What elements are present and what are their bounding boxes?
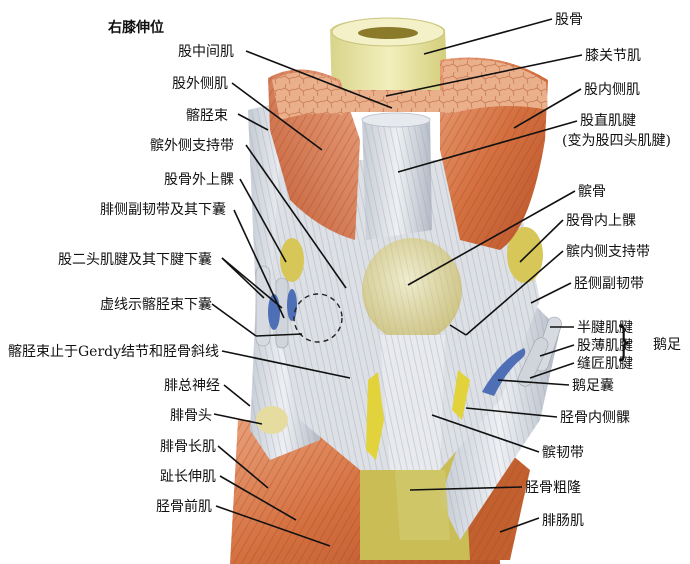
label-vastus-lateralis: 股外侧肌: [172, 76, 228, 92]
label-gracilis-tendon: 股薄肌腱: [577, 338, 633, 354]
label-extensor-digitorum-longus: 趾长伸肌: [160, 469, 216, 485]
label-medial-tibial-condyle: 胫骨内侧髁: [560, 410, 630, 426]
label-femur: 股骨: [555, 12, 583, 28]
label-it-tract-insertion: 髂胫束止于Gerdy结节和胫骨斜线: [8, 344, 220, 360]
label-patella: 髌骨: [578, 184, 606, 200]
label-gastrocnemius: 腓肠肌: [542, 513, 584, 529]
label-rectus-femoris-note: (变为股四头肌腱): [562, 133, 671, 149]
label-medial-epicondyle: 股骨内上髁: [566, 213, 636, 229]
label-vastus-medialis: 股内侧肌: [584, 82, 640, 98]
label-sartorius-tendon: 缝匠肌腱: [577, 356, 633, 372]
label-it-bursa-dashed: 虚线示髂胫束下囊: [100, 297, 212, 313]
figure-title: 右膝伸位: [108, 20, 164, 36]
label-rectus-femoris-tendon: 股直肌腱: [580, 113, 636, 129]
label-lateral-epicondyle: 股骨外上髁: [164, 172, 234, 188]
label-pes-anserinus: 鹅足: [653, 337, 681, 353]
label-iliotibial-tract: 髂胫束: [186, 108, 228, 124]
leader-lines: [211, 18, 583, 547]
label-pes-anserine-bursa: 鹅足囊: [572, 378, 614, 394]
label-common-peroneal-nerve: 腓总神经: [164, 378, 220, 394]
label-tibial-tuberosity: 胫骨粗隆: [525, 480, 581, 496]
label-medial-patellar-retinaculum: 髌内侧支持带: [566, 244, 650, 260]
label-fibular-collateral-ligament: 腓侧副韧带及其下囊: [100, 202, 226, 218]
label-semitendinosus-tendon: 半腱肌腱: [577, 320, 633, 336]
label-vastus-intermedius: 股中间肌: [178, 44, 234, 60]
label-biceps-femoris-tendon: 股二头肌腱及其下腱下囊: [58, 252, 212, 268]
label-tibialis-anterior: 胫骨前肌: [156, 499, 212, 515]
label-fibular-head: 腓骨头: [170, 408, 212, 424]
label-peroneus-longus: 腓骨长肌: [160, 439, 216, 455]
pes-anserinus-brace: }: [616, 319, 632, 365]
label-articularis-genus: 膝关节肌: [585, 48, 641, 64]
label-tibial-collateral-ligament: 胫侧副韧带: [574, 276, 644, 292]
label-lateral-patellar-retinaculum: 髌外侧支持带: [150, 138, 234, 154]
label-patellar-ligament: 髌韧带: [542, 445, 584, 461]
